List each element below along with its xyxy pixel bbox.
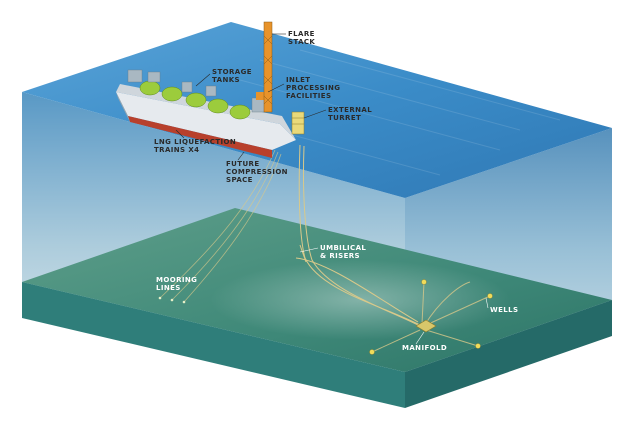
- mooring-lines: [159, 149, 282, 303]
- seabed-right: [405, 300, 612, 408]
- label-umbilical-risers: UMBILICAL& RISERS: [320, 244, 367, 260]
- label-wells: WELLS: [490, 306, 519, 314]
- fpso-vessel: [116, 69, 305, 158]
- external-turret: [291, 111, 305, 135]
- flare-stack: [263, 21, 273, 113]
- umbilical-risers: [295, 144, 425, 329]
- label-manifold: MANIFOLD: [402, 344, 448, 352]
- wells: [369, 279, 493, 355]
- seabed-front: [22, 282, 405, 408]
- manifold: [415, 319, 437, 333]
- sea-surface: [22, 22, 612, 198]
